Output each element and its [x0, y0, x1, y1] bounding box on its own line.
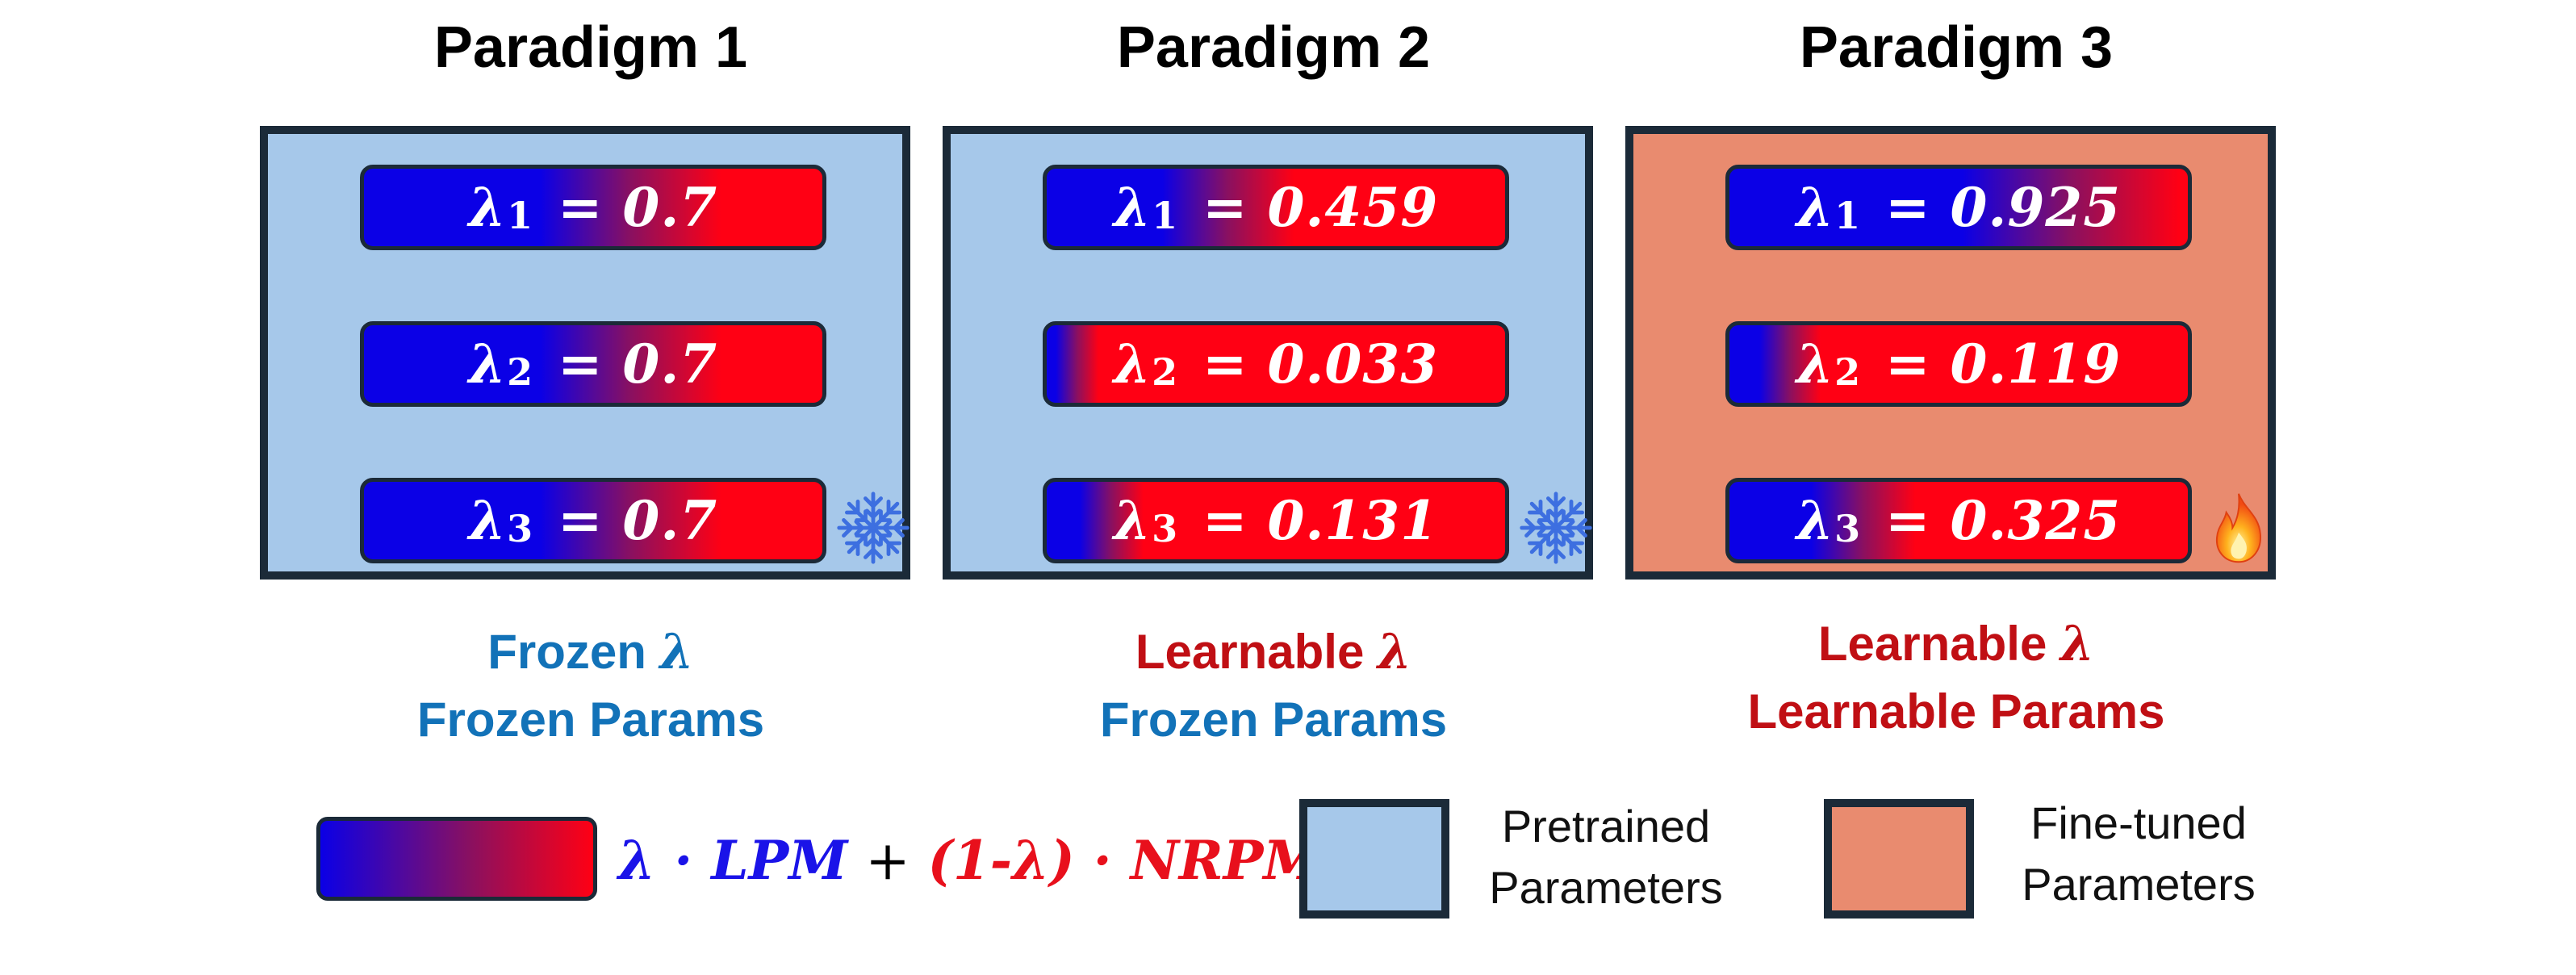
equals-sign: =: [558, 333, 604, 395]
snowflake-icon: [1517, 492, 1595, 567]
mixing-formula: λ · LPM + (1-λ) · NRPM: [618, 820, 1322, 901]
lambda-value: 0.033: [1267, 333, 1439, 395]
lambda-subscript: 1: [1834, 194, 1862, 237]
lambda-value: 0.459: [1267, 176, 1439, 239]
equals-sign: =: [1885, 333, 1931, 395]
lambda-symbol: λ: [1113, 176, 1152, 239]
caption-lambda: λ: [2060, 616, 2095, 672]
caption-lambda: λ: [1378, 624, 1412, 680]
equals-sign: =: [558, 489, 604, 552]
paradigm-2-caption: Learnable λ Frozen Params: [943, 618, 1604, 754]
lambda-subscript: 1: [507, 194, 534, 237]
lambda-value: 0.119: [1950, 333, 2122, 395]
caption-lambda: λ: [659, 624, 694, 680]
formula-plus: +: [865, 829, 910, 892]
lambda-value: 0.7: [622, 176, 718, 239]
lambda-subscript: 3: [1834, 507, 1862, 550]
lambda-value: 0.131: [1267, 489, 1439, 552]
lambda-symbol: λ: [1796, 176, 1835, 239]
lambda-subscript: 2: [1834, 350, 1862, 394]
equals-sign: =: [1885, 176, 1931, 239]
paradigm-3-title: Paradigm 3: [1799, 15, 2114, 80]
legend-label-line: Fine-tuned: [2030, 797, 2247, 848]
lambda-value: 0.325: [1950, 489, 2122, 552]
equals-sign: =: [1202, 333, 1248, 395]
snowflake-icon: [834, 492, 912, 567]
formula-nrpm-term: (1-λ) · NRPM: [927, 829, 1323, 892]
lambda-symbol: λ: [468, 333, 508, 395]
finetuned-legend-swatch: [1824, 799, 1974, 919]
lambda-symbol: λ: [1796, 333, 1835, 395]
lambda-symbol: λ: [1113, 489, 1152, 552]
lambda-subscript: 1: [1152, 194, 1179, 237]
caption-line-1: Learnable λ: [943, 618, 1604, 686]
lambda-symbol: λ: [1113, 333, 1152, 395]
caption-text: Frozen: [487, 625, 660, 679]
caption-text: Learnable: [1135, 625, 1378, 679]
paradigm-2-title: Paradigm 2: [1116, 15, 1431, 80]
legend-label-line: Pretrained: [1501, 801, 1711, 852]
equals-sign: =: [1202, 176, 1248, 239]
caption-line-2: Learnable Params: [1747, 684, 2165, 739]
lambda-symbol: λ: [468, 489, 508, 552]
finetuned-legend-label: Fine-tuned Parameters: [2001, 793, 2276, 915]
lambda-subscript: 3: [1152, 507, 1179, 550]
equals-sign: =: [1202, 489, 1248, 552]
lambda-value: 0.7: [622, 489, 718, 552]
lambda-value: 0.7: [622, 333, 718, 395]
caption-line-2: Frozen Params: [416, 693, 765, 747]
paradigm-3-caption: Learnable λ Learnable Params: [1625, 610, 2287, 746]
caption-text: Learnable: [1817, 617, 2061, 671]
lambda-value: 0.925: [1950, 176, 2122, 239]
pretrained-legend-swatch: [1299, 799, 1449, 919]
lambda-symbol: λ: [1796, 489, 1835, 552]
gradient-legend-swatch: [316, 817, 597, 901]
fire-icon: [2216, 493, 2261, 563]
equals-sign: =: [558, 176, 604, 239]
caption-line-1: Frozen λ: [260, 618, 922, 686]
legend-label-line: Parameters: [1489, 862, 1723, 913]
formula-lpm-term: λ · LPM: [618, 829, 848, 892]
paradigm-1-title: Paradigm 1: [433, 15, 748, 80]
lambda-subscript: 2: [507, 350, 534, 394]
caption-line-1: Learnable λ: [1625, 610, 2287, 678]
equals-sign: =: [1885, 489, 1931, 552]
lambda-subscript: 3: [507, 507, 534, 550]
paradigm-1-caption: Frozen λ Frozen Params: [260, 618, 922, 754]
lambda-subscript: 2: [1152, 350, 1179, 394]
pretrained-legend-label: Pretrained Parameters: [1469, 796, 1743, 919]
lambda-symbol: λ: [468, 176, 508, 239]
legend-label-line: Parameters: [2022, 859, 2256, 910]
caption-line-2: Frozen Params: [1099, 693, 1448, 747]
